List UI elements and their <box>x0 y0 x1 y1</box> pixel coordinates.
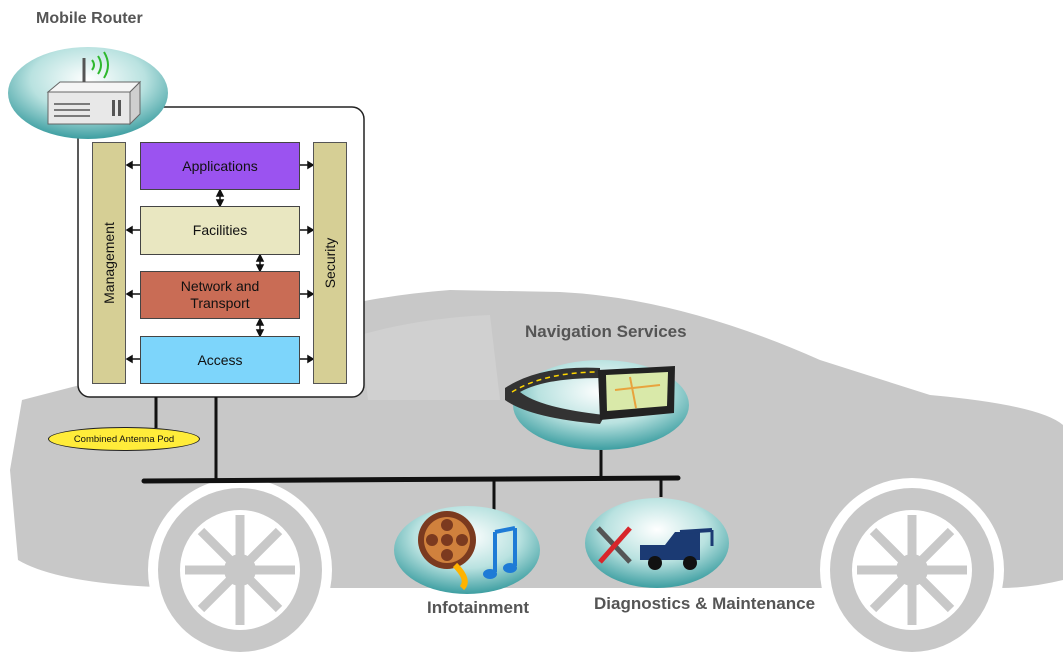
infotainment-media-icon <box>394 506 540 594</box>
management-label: Management <box>101 222 117 304</box>
management-bar: Management <box>92 142 126 384</box>
rear-wheel-spokes <box>185 515 295 625</box>
layer-network-transport: Network and Transport <box>140 271 300 319</box>
diagnostics-maintenance-label: Diagnostics & Maintenance <box>594 594 816 613</box>
diagnostics-tow-truck-icon <box>585 498 729 588</box>
layer-access: Access <box>140 336 300 384</box>
stack-arrows <box>125 160 315 364</box>
navigation-services-label: Navigation Services <box>525 322 687 341</box>
security-label: Security <box>322 237 338 289</box>
router-icon <box>8 47 168 139</box>
layer-applications: Applications <box>140 142 300 190</box>
car-window-bright <box>360 315 500 400</box>
front-wheel-spokes <box>857 515 967 625</box>
layer-facilities: Facilities <box>140 206 300 255</box>
infotainment-label: Infotainment <box>427 598 529 617</box>
combined-antenna-pod: Combined Antenna Pod <box>48 427 200 451</box>
navigation-gps-icon <box>505 360 689 450</box>
mobile-router-title: Mobile Router <box>36 10 143 27</box>
network-bus <box>141 397 681 510</box>
security-bar: Security <box>313 142 347 384</box>
